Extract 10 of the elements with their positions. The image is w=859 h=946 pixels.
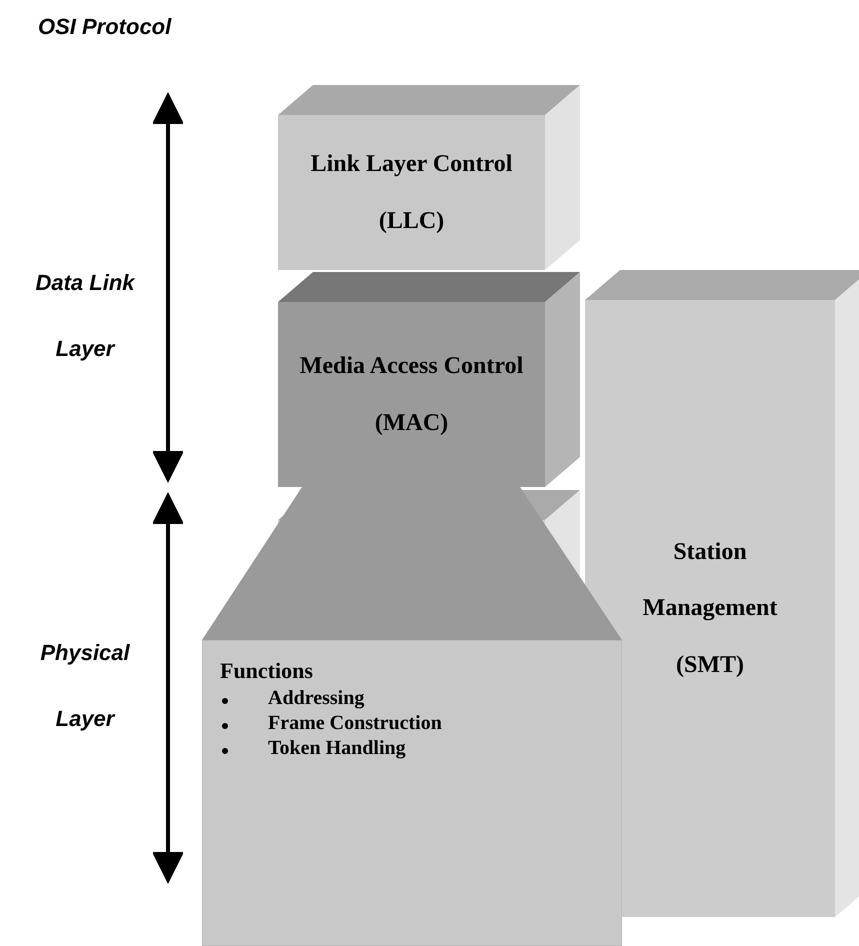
block-label: Media Access Control (MAC) xyxy=(298,352,524,438)
layer-label: Physical Layer xyxy=(39,639,131,733)
block-label: Link Layer Control (LLC) xyxy=(310,150,514,236)
block-label: Station Management (SMT) xyxy=(642,538,778,680)
layer-label: Data Link Layer xyxy=(34,269,136,363)
bullet-item: Addressing xyxy=(268,687,364,710)
bullet-item: Frame Construction xyxy=(268,712,442,735)
title: OSI Protocol xyxy=(38,14,172,40)
panel-heading: Functions xyxy=(220,658,313,684)
bullet-item: Token Handling xyxy=(268,737,406,760)
